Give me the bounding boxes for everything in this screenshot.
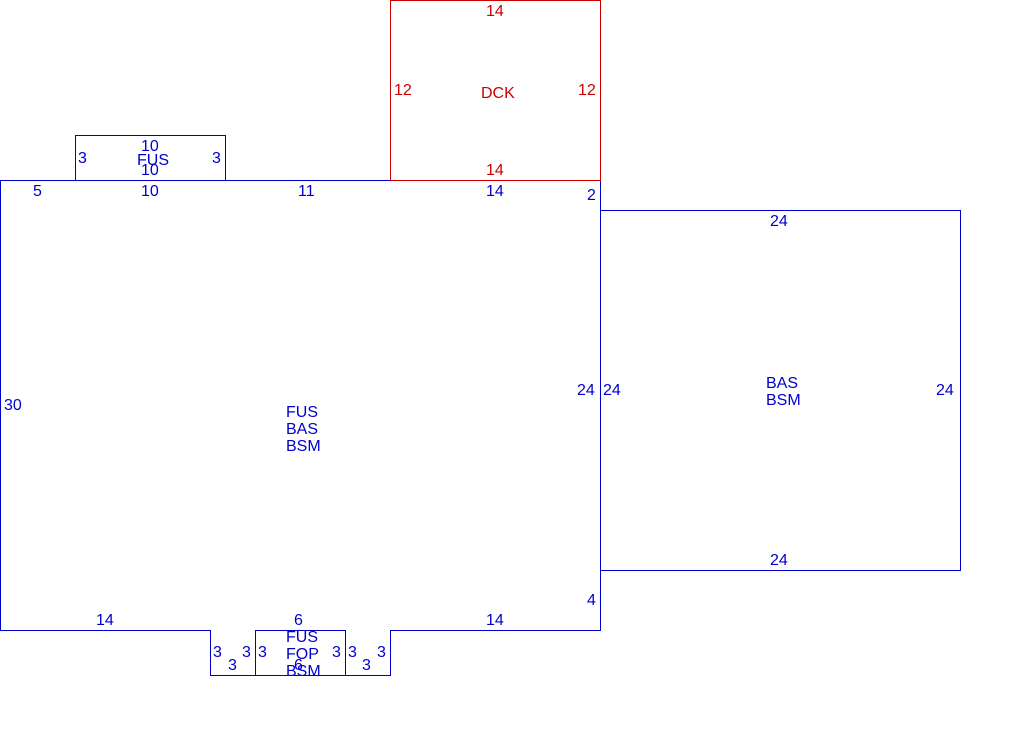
top-bump-outline	[75, 135, 226, 181]
east-wing-area-label-2: BSM	[766, 392, 801, 409]
east-wing-area-label-1: BAS	[766, 375, 798, 392]
dim-deck-left: 12	[394, 82, 412, 99]
dim-main-jog-bottom: 4	[587, 592, 596, 609]
east-wing-outline	[600, 210, 961, 571]
main-house-area-label-3: BSM	[286, 438, 321, 455]
dim-bump-right: 3	[212, 150, 221, 167]
dim-main-bottom-right: 14	[486, 612, 504, 629]
dim-bump-top: 10	[141, 138, 159, 155]
dim-notch-left-bottom: 3	[228, 657, 237, 674]
dim-porch-top: 6	[294, 612, 303, 629]
dim-main-top-mid-b: 11	[298, 183, 315, 200]
dim-deck-bottom: 14	[486, 162, 504, 179]
porch-area-label-2: FOP	[286, 646, 319, 663]
dim-notch-right-bottom: 3	[362, 657, 371, 674]
dim-east-left: 24	[603, 382, 621, 399]
dim-porch-bottom: 6	[294, 657, 303, 674]
porch-area-label-3: BSM	[286, 663, 321, 680]
main-house-area-label-1: FUS	[286, 404, 318, 421]
dim-main-top-left: 5	[33, 183, 42, 200]
main-house-area-label-2: BAS	[286, 421, 318, 438]
dim-main-top-mid-a: 10	[141, 183, 159, 200]
top-bump-area-label: FUS	[137, 152, 169, 169]
porch-area-label-1: FUS	[286, 629, 318, 646]
dim-porch-left: 3	[258, 644, 267, 661]
dim-main-bottom-left: 14	[96, 612, 114, 629]
dim-notch-right-inner: 3	[348, 644, 357, 661]
dim-main-top-right: 14	[486, 183, 504, 200]
dim-deck-top: 14	[486, 3, 504, 20]
deck-outline	[390, 0, 601, 181]
dim-bump-bottom: 10	[141, 162, 159, 179]
dim-main-left: 30	[4, 397, 22, 414]
dim-main-jog-top: 2	[587, 187, 596, 204]
dim-porch-right: 3	[332, 644, 341, 661]
dim-east-bottom: 24	[770, 552, 788, 569]
dim-east-right: 24	[936, 382, 954, 399]
dim-deck-right: 12	[578, 82, 596, 99]
porch-outline	[255, 630, 346, 676]
dim-bump-left: 3	[78, 150, 87, 167]
dim-notch-left-outer: 3	[213, 644, 222, 661]
dim-east-top: 24	[770, 213, 788, 230]
deck-area-label: DCK	[481, 85, 515, 102]
dim-notch-right-outer: 3	[377, 644, 386, 661]
dim-notch-left-inner: 3	[242, 644, 251, 661]
dim-main-right: 24	[577, 382, 595, 399]
